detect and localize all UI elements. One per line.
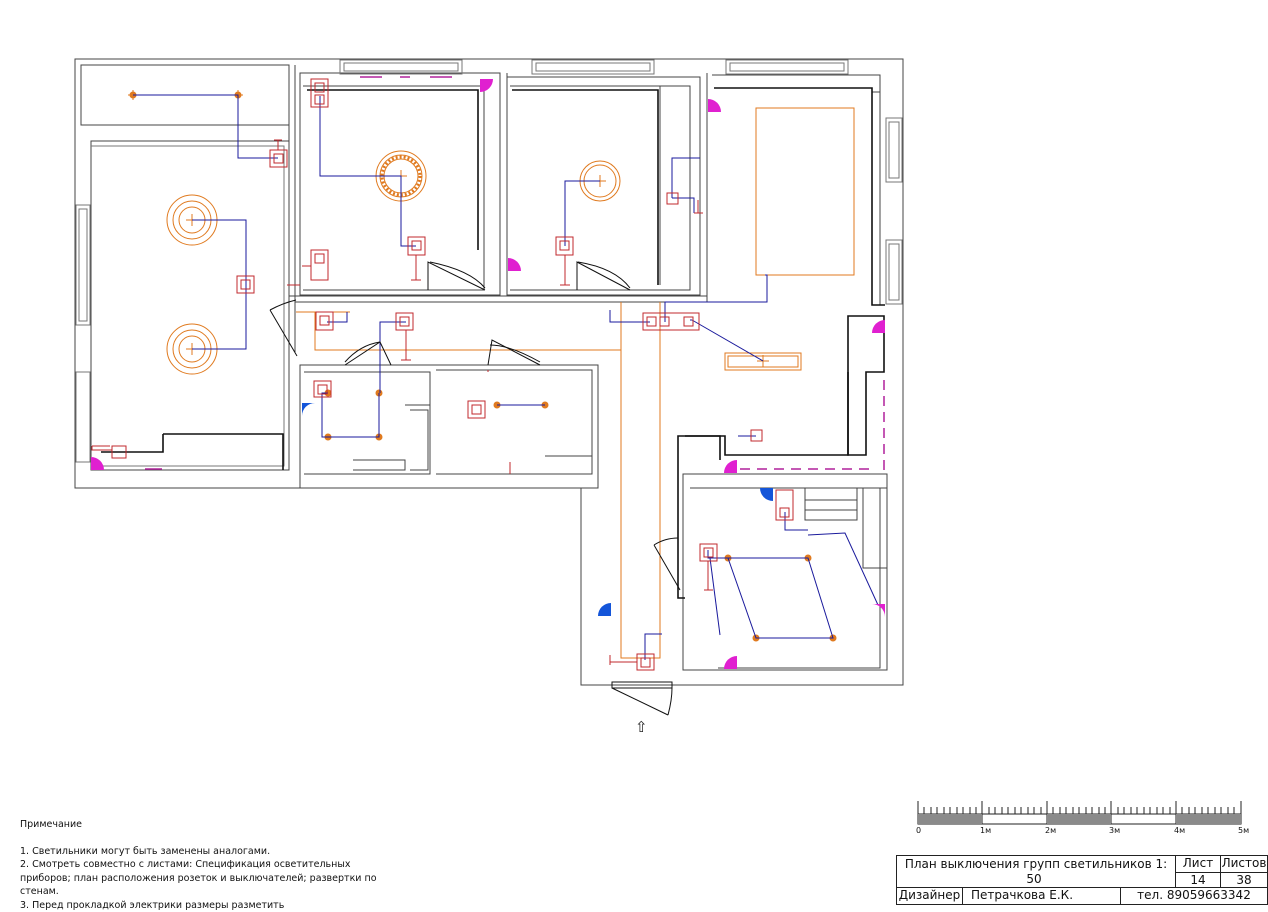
- designer-name: Петрачкова Е.К.: [962, 887, 1121, 905]
- scale-label-0: 0: [916, 826, 921, 835]
- note-item-3: 3. Перед прокладкой электрики размеры ра…: [20, 899, 400, 912]
- sheet-number: 14: [1175, 872, 1221, 888]
- note-item-1: 1. Светильники могут быть заменены анало…: [20, 845, 400, 859]
- switches: [92, 79, 793, 670]
- scale-label-2: 2м: [1045, 826, 1056, 835]
- phone: тел. 89059663342: [1120, 887, 1268, 905]
- scale-label-1: 1м: [980, 826, 991, 835]
- title-text: План выключения групп светильников 1:: [896, 855, 1176, 873]
- black-wiring: [101, 88, 885, 598]
- light-fixtures: [167, 108, 854, 658]
- scale-label-4: 4м: [1174, 826, 1185, 835]
- quarter-markers: [91, 79, 885, 669]
- dashes: [145, 77, 884, 470]
- title-scale: 50: [896, 872, 1172, 888]
- scale-label-3: 3м: [1109, 826, 1120, 835]
- fixture-crosshairs: [128, 90, 769, 367]
- title-block: План выключения групп светильников 1: 50…: [896, 855, 1268, 905]
- walls: [75, 59, 903, 685]
- scale-bar: 0 1м 2м 3м 4м 5м: [914, 798, 1254, 838]
- scale-label-5: 5м: [1238, 826, 1249, 835]
- notes-heading: Примечание: [20, 818, 400, 832]
- designer-label: Дизайнер: [896, 887, 963, 905]
- sheets-total: 38: [1220, 872, 1268, 888]
- note-item-2: 2. Смотреть совместно с листами: Специфи…: [20, 858, 400, 899]
- notes-block: Примечание 1. Светильники могут быть зам…: [20, 818, 400, 912]
- wiring-lines: [133, 95, 878, 660]
- entrance-arrow: ⇧: [635, 718, 648, 736]
- sheets-label: Листов: [1220, 855, 1268, 873]
- windows: [76, 60, 902, 462]
- sheet-label: Лист: [1175, 855, 1221, 873]
